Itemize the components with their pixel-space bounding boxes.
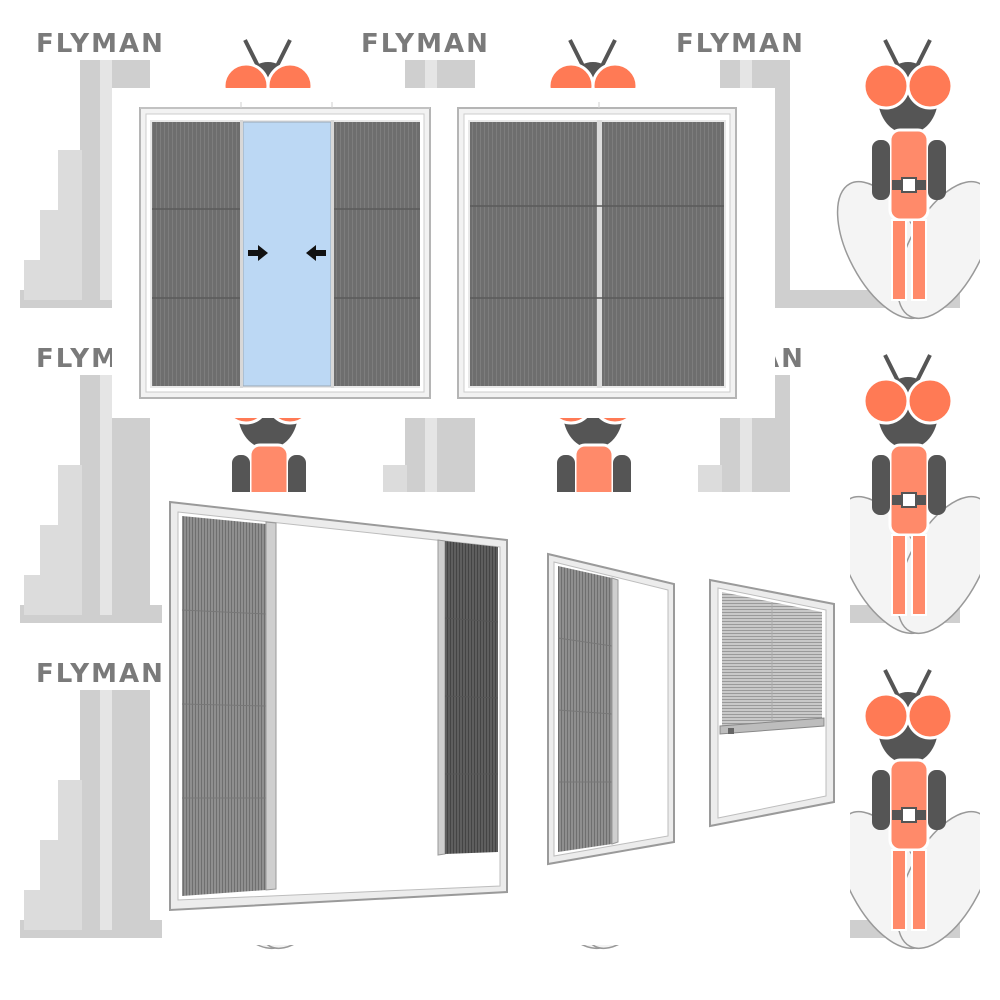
left-mesh-panel bbox=[152, 122, 240, 386]
single-sliding-screen bbox=[547, 552, 675, 866]
double-sliding-screen bbox=[169, 500, 508, 912]
product-views-panel bbox=[162, 492, 850, 945]
brand-text: FLYMAN bbox=[36, 29, 165, 59]
front-view-diagram-panel bbox=[112, 88, 775, 418]
building-silhouette bbox=[20, 375, 320, 623]
arrow-right-icon bbox=[248, 245, 268, 261]
fly-mascot-icon bbox=[836, 39, 980, 320]
screen-closed-diagram bbox=[457, 102, 737, 399]
vertical-roller-screen bbox=[709, 578, 835, 828]
fly-mascot-icon bbox=[836, 354, 980, 635]
screen-closing-diagram bbox=[139, 102, 431, 399]
right-mesh-panel bbox=[334, 122, 420, 386]
arrow-left-icon bbox=[306, 245, 326, 261]
brand-text: FLYMAN bbox=[361, 29, 490, 59]
brand-text: FLYMAN bbox=[676, 29, 805, 59]
fly-mascot-icon bbox=[836, 669, 980, 950]
brand-text: FLYMAN bbox=[36, 659, 165, 689]
